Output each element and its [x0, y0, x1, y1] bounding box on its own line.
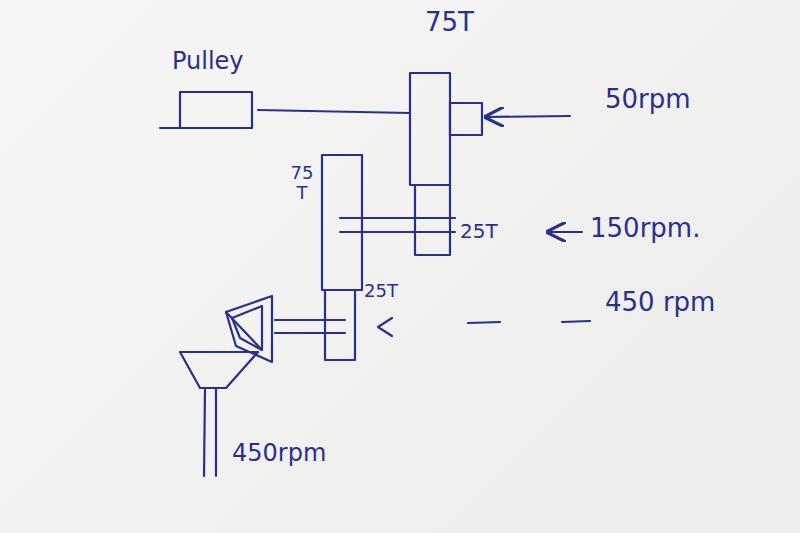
bevel-gear-small-face	[232, 306, 262, 350]
gear-75t-top	[410, 73, 450, 185]
pulley-symbol	[180, 92, 252, 128]
input-arrow	[486, 116, 570, 117]
bevel-gear-line	[226, 312, 262, 350]
input-shaft	[258, 110, 410, 113]
shaft-line	[340, 217, 455, 219]
speed-label: 150rpm.	[590, 214, 700, 243]
gear-25t-lower	[325, 290, 355, 360]
shaft-line	[275, 319, 345, 321]
tooth-count: 75 T	[288, 163, 316, 203]
output-shaft	[215, 388, 217, 476]
shaft-line	[275, 332, 345, 334]
dash	[468, 322, 500, 323]
tooth-count: 25T	[460, 220, 498, 242]
part-name: Pulley	[172, 48, 244, 74]
speed-arrow	[378, 318, 392, 336]
speed-label: 50rpm	[605, 85, 691, 114]
pulley-base	[160, 127, 180, 129]
speed-label: 450 rpm	[605, 288, 715, 317]
speed-label: 450rpm	[232, 440, 326, 466]
gear-75t-lower	[322, 155, 362, 290]
tooth-count: 25T	[364, 281, 398, 301]
gear-25t-upper	[415, 185, 450, 255]
output-shaft	[204, 388, 205, 476]
shaft-line	[340, 231, 455, 233]
speed-arrow	[548, 231, 582, 233]
tooth-count: 75T	[425, 8, 474, 37]
dash	[562, 321, 590, 322]
bevel-gear-large	[180, 352, 258, 388]
gear-hub	[450, 103, 482, 135]
